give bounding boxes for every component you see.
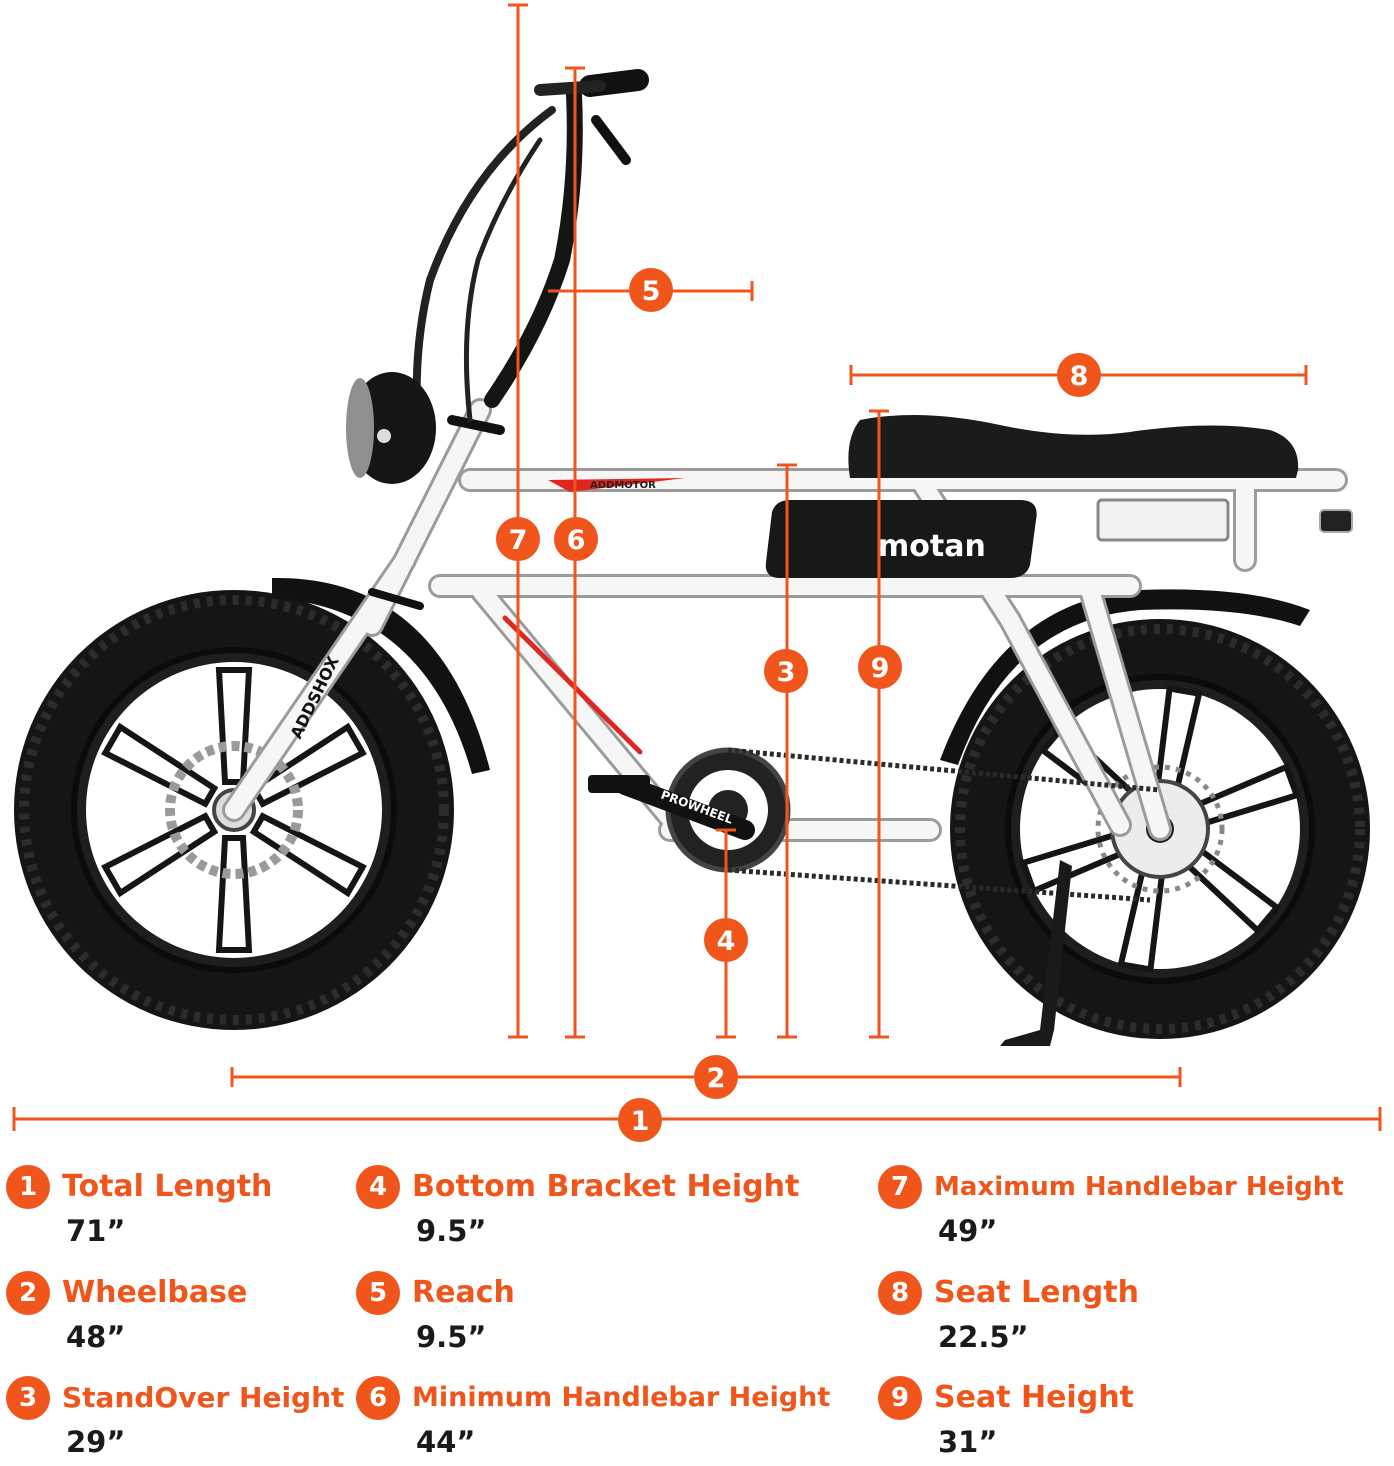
dimension-markers: 1 2 3 4 5 6 7 8 [496, 268, 1101, 1142]
marker-7: 7 [496, 517, 540, 561]
stem-riser [484, 87, 583, 408]
marker-4: 4 [704, 918, 748, 962]
battery-brand-text: motan [878, 529, 986, 564]
marker-6: 6 [554, 517, 598, 561]
marker-5: 5 [629, 268, 673, 312]
handlebar-assembly [412, 69, 649, 454]
headlight [346, 372, 436, 484]
seat-height-line [869, 409, 889, 1039]
marker-6-label: 6 [567, 525, 586, 556]
marker-5-label: 5 [642, 276, 661, 307]
tail-light [1319, 509, 1353, 533]
marker-8: 8 [1057, 353, 1101, 397]
kickstand [1000, 860, 1072, 1046]
standover-height-line [777, 463, 797, 1039]
rear-fender [940, 589, 1310, 765]
front-brake-disc [165, 741, 303, 879]
marker-9-label: 9 [871, 653, 890, 684]
marker-9: 9 [858, 645, 902, 689]
marker-3-label: 3 [777, 657, 796, 688]
controller-box [1096, 498, 1230, 542]
marker-2-label: 2 [707, 1063, 726, 1094]
marker-7-label: 7 [509, 525, 528, 556]
seat [848, 415, 1299, 478]
marker-1: 1 [618, 1098, 662, 1142]
marker-3: 3 [764, 649, 808, 693]
marker-4-label: 4 [717, 926, 736, 957]
bike-frame [222, 398, 1348, 842]
marker-8-label: 8 [1070, 361, 1089, 392]
frame-brand-decal [548, 478, 685, 492]
marker-1-label: 1 [631, 1106, 650, 1137]
drivetrain: PROWHEEL [588, 747, 1161, 903]
pedal [588, 775, 650, 793]
total-length-line [12, 1107, 1382, 1131]
frame-brand-text: ADDMOTOR [590, 480, 656, 491]
battery-pack [765, 500, 1037, 578]
marker-2: 2 [694, 1055, 738, 1099]
